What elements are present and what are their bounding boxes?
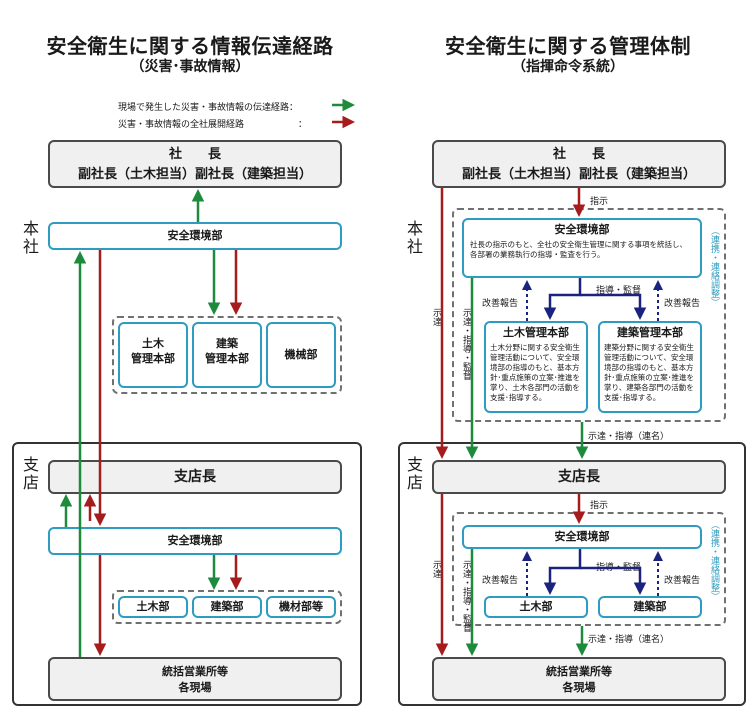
right-title: 安全衛生に関する管理体制 [445, 34, 691, 58]
right-arrow-branch-env-to-arch [580, 566, 647, 595]
kaizen-left-label-2: 改善報告 [482, 576, 519, 586]
legend-green-text: 現場で発生した災害・事故情報の伝達経路： [118, 103, 299, 113]
jitatsu-shido-label-2: 示達・指導・監督 [461, 560, 471, 632]
right-arch-hq-title: 建築管理本部 [617, 326, 683, 339]
right-branch-outline [398, 442, 746, 706]
branch-outline [12, 442, 362, 706]
jitatsu-shido-label-1: 示達・指導・監督 [461, 308, 471, 380]
right-president-box: 社 長 副社長（土木担当）副社長（建築担当） [432, 140, 726, 188]
president-label: 社 長 [168, 147, 221, 162]
right-honsha-label: 本社 [406, 219, 423, 256]
branch-mgmt-group [452, 512, 726, 626]
right-arrow-env-to-civil [543, 278, 582, 320]
civil-hq-box: 土木 管理本部 [118, 322, 188, 388]
right-branch-civil-box: 土木部 [484, 596, 588, 618]
left-subtitle: （災害･事故情報） [130, 59, 250, 75]
machinery-box: 機械部 [266, 322, 336, 388]
kaizen-left-label-1: 改善報告 [482, 299, 519, 309]
honsha-label: 本社 [22, 219, 39, 256]
branch-civil-box: 土木部 [118, 596, 188, 618]
right-arch-hq-box: 建築管理本部 建築分野に関する安全衛生管理活動について、安全環境部の指導のもと、… [598, 321, 702, 413]
right-branch-manager-box: 支店長 [432, 460, 726, 494]
right-subtitle: （指揮命令系統） [512, 59, 624, 75]
right-vice-presidents-label: 副社長（土木担当）副社長（建築担当） [461, 167, 696, 182]
branch-manager-box: 支店長 [48, 460, 342, 494]
renkei-label-2: （連携・連絡調整） [709, 520, 719, 601]
shiten-label: 支店 [22, 455, 39, 492]
branch-equip-box: 機材部等 [266, 596, 336, 618]
sites-box: 統括営業所等 各現場 [48, 657, 342, 701]
kaizen-right-label-2: 改善報告 [664, 576, 701, 586]
jitatsu-label-1: 示達 [431, 308, 441, 326]
jitatsu-label-2: 示達 [431, 560, 441, 578]
env-dept-box: 安全環境部 [48, 222, 342, 250]
branch-arch-box: 建築部 [192, 596, 262, 618]
shiji-label-2: 指示 [590, 501, 609, 511]
right-branch-arch-box: 建築部 [598, 596, 702, 618]
shiji-label-1: 指示 [590, 197, 609, 207]
right-arrow-env-to-arch [580, 293, 647, 320]
president-box: 社 長 副社長（土木担当）副社長（建築担当） [48, 140, 342, 188]
right-arrow-branch-env-to-civil [543, 549, 582, 595]
right-env-dept-title: 安全環境部 [554, 223, 610, 236]
branch-env-box: 安全環境部 [48, 527, 342, 555]
renkei-label-1: （連携・連絡調整） [709, 226, 719, 307]
jitatsu-renmei-label-2: 示達・指導（連名） [588, 635, 670, 645]
kaizen-right-label-1: 改善報告 [664, 299, 701, 309]
right-env-dept-desc: 社長の指示のもと、全社の安全衛生管理に関する事項を統括し、各部署の業務執行の指導… [470, 240, 688, 259]
right-shiten-label: 支店 [406, 455, 423, 492]
right-sites-box: 統括営業所等 各現場 [432, 657, 726, 701]
arch-hq-box: 建築 管理本部 [192, 322, 262, 388]
right-civil-hq-desc: 土木分野に関する安全衛生管理活動について、安全環境部の指導のもと、基本方針･重点… [490, 343, 580, 402]
right-env-dept-box: 安全環境部 社長の指示のもと、全社の安全衛生管理に関する事項を統括し、各部署の業… [462, 218, 702, 278]
shido-kansa-label-1: 指導・監督 [596, 286, 642, 296]
vice-presidents-label: 副社長（土木担当）副社長（建築担当） [77, 167, 312, 182]
right-president-label: 社 長 [552, 147, 605, 162]
left-title: 安全衛生に関する情報伝達経路 [46, 34, 334, 58]
hq-dept-group [112, 316, 342, 394]
right-branch-env-box: 安全環境部 [462, 525, 702, 549]
jitatsu-renmei-label-1: 示達・指導（連名） [588, 432, 670, 442]
hq-mgmt-group [452, 208, 726, 422]
right-arch-hq-desc: 建築分野に関する安全衛生管理活動について、安全環境部の指導のもと、基本方針･重点… [604, 343, 694, 402]
legend-red-text: 災害・事故情報の全社展開経路 ： [118, 120, 308, 130]
right-civil-hq-title: 土木管理本部 [503, 326, 569, 339]
right-civil-hq-box: 土木管理本部 土木分野に関する安全衛生管理活動について、安全環境部の指導のもと、… [484, 321, 588, 413]
branch-dept-group [112, 590, 342, 624]
